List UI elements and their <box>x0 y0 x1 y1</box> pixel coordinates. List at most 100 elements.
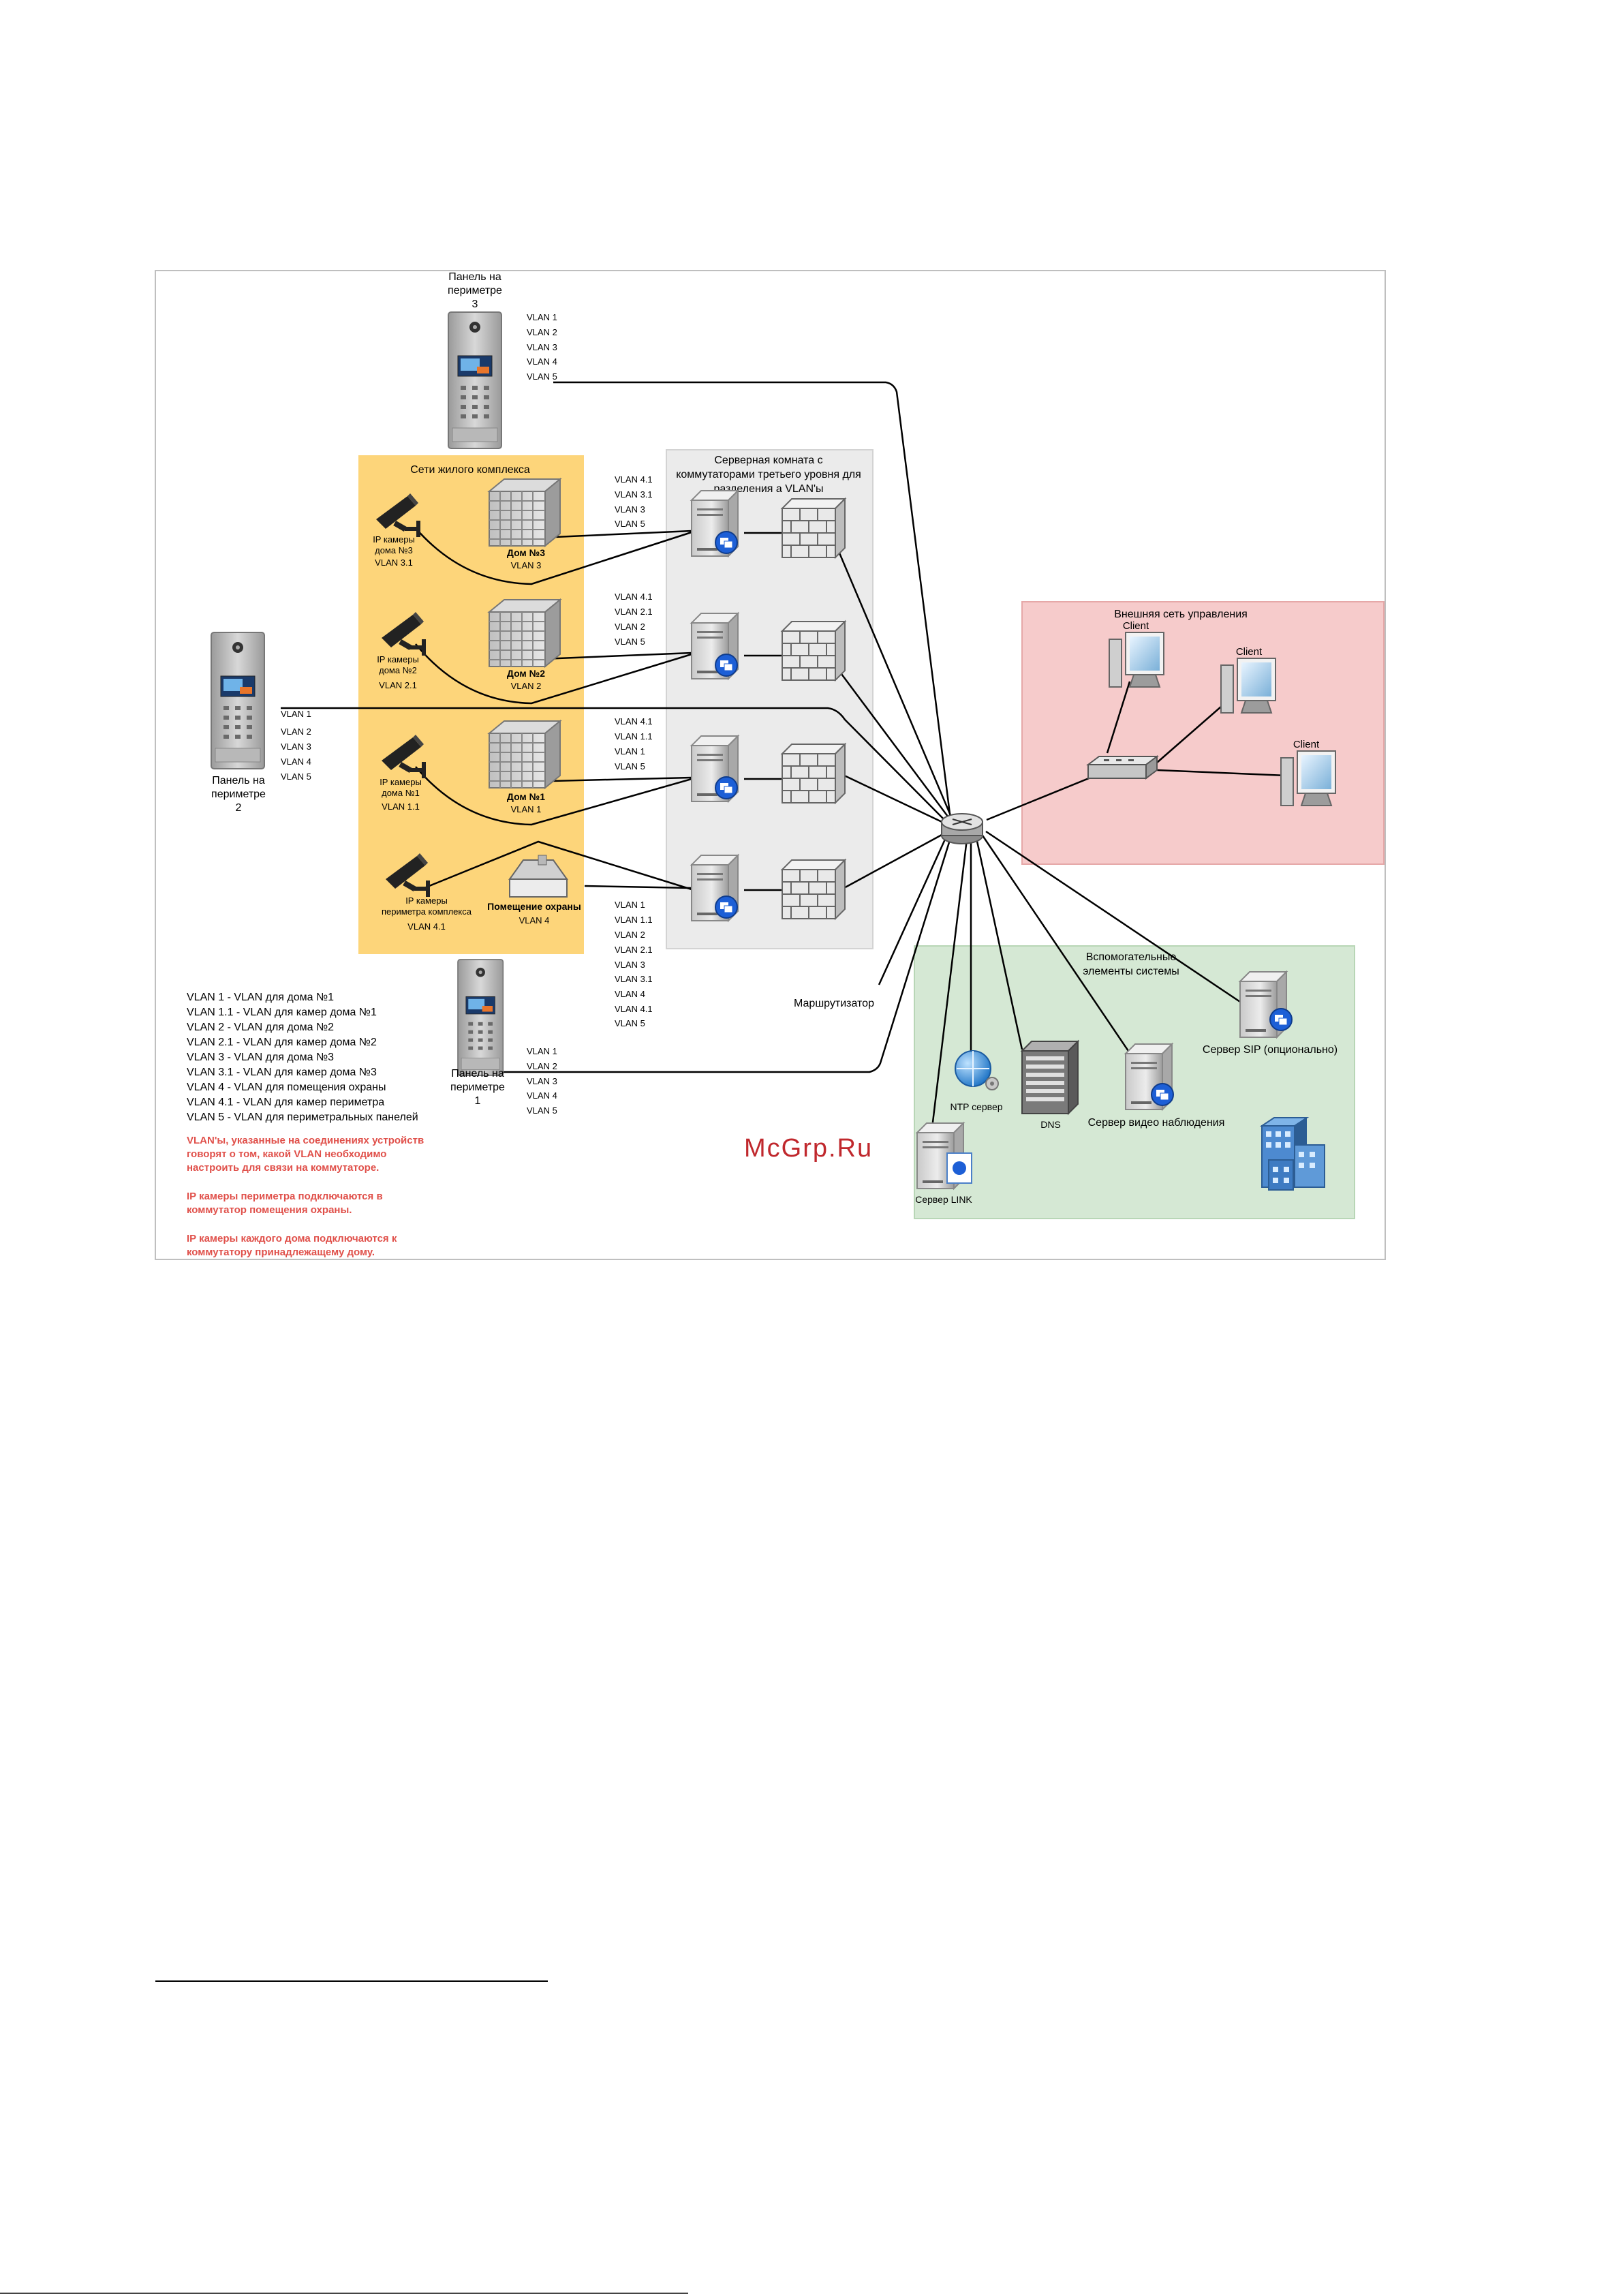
svg-text:VLAN 2.1: VLAN 2.1 <box>615 607 653 617</box>
svg-text:VLAN 2: VLAN 2 <box>281 726 311 737</box>
house-3: Дом №3 VLAN 3 <box>489 478 561 570</box>
svg-text:VLAN 4.1: VLAN 4.1 <box>615 1004 653 1014</box>
svg-text:Дом №3: Дом №3 <box>507 547 545 558</box>
svg-text:1: 1 <box>475 1095 481 1107</box>
svg-text:VLAN 4.1: VLAN 4.1 <box>615 474 653 485</box>
video-server: Сервер видео наблюдения <box>1088 1043 1224 1129</box>
panel-perimeter-1: Панель на периметре 1 <box>450 959 505 1107</box>
svg-text:VLAN 4 - VLAN для помещения ох: VLAN 4 - VLAN для помещения охраны <box>187 1082 386 1093</box>
svg-text:VLAN 4: VLAN 4 <box>615 989 645 999</box>
svg-text:Client: Client <box>1123 620 1149 632</box>
management-switch <box>1086 755 1159 780</box>
svg-text:Сервер LINK: Сервер LINK <box>915 1194 972 1205</box>
svg-text:Сервер SIP (опционально): Сервер SIP (опционально) <box>1203 1044 1338 1056</box>
camera-house-1: IP камеры дома №1 VLAN 1.1 <box>380 735 424 812</box>
svg-text:VLAN 4.1: VLAN 4.1 <box>615 716 653 726</box>
camera-house-2: IP камеры дома №2 VLAN 2.1 <box>377 612 424 690</box>
svg-text:VLAN 2 - VLAN для дома №2: VLAN 2 - VLAN для дома №2 <box>187 1022 334 1033</box>
svg-text:разделения а VLAN'ы: разделения а VLAN'ы <box>713 483 823 495</box>
svg-text:Серверная комната с: Серверная комната с <box>714 455 822 466</box>
house-1: Дом №1 VLAN 1 <box>489 720 561 814</box>
svg-text:Дом №2: Дом №2 <box>507 668 545 679</box>
svg-text:дома №2: дома №2 <box>379 665 417 675</box>
svg-text:коммутатор помещения охраны.: коммутатор помещения охраны. <box>187 1204 352 1216</box>
connections <box>281 381 1287 1146</box>
svg-text:VLAN 1: VLAN 1 <box>527 312 557 322</box>
zone-residential-title: Сети жилого комплекса <box>410 464 530 476</box>
svg-text:периметра комплекса: периметра комплекса <box>382 906 472 917</box>
footnote-rule <box>155 1980 548 1982</box>
svg-text:VLAN 4: VLAN 4 <box>281 756 311 767</box>
svg-text:VLAN 2: VLAN 2 <box>615 930 645 940</box>
panel-1-label: Панель на <box>451 1068 504 1080</box>
zone-external-title: Внешняя сеть управления <box>1114 609 1248 620</box>
svg-text:IP камеры: IP камеры <box>373 534 415 545</box>
svg-text:VLAN 3.1: VLAN 3.1 <box>615 489 653 500</box>
svg-text:VLAN 2: VLAN 2 <box>527 327 557 337</box>
svg-text:IP камеры периметра подключают: IP камеры периметра подключаются в <box>187 1191 383 1202</box>
ntp-server: NTP сервер <box>950 1050 1003 1112</box>
vlan-legend: VLAN 1 - VLAN для дома №1 VLAN 1.1 - VLA… <box>187 992 418 1123</box>
svg-text:VLAN 5: VLAN 5 <box>615 519 645 529</box>
svg-text:VLAN 1.1: VLAN 1.1 <box>382 801 420 812</box>
svg-text:VLAN 1.1: VLAN 1.1 <box>615 731 653 741</box>
camera-perimeter: IP камеры периметра комплекса VLAN 4.1 <box>382 853 472 932</box>
camera-house-3: IP камеры дома №3 VLAN 3.1 <box>373 493 418 568</box>
svg-text:VLAN 1: VLAN 1 <box>511 804 542 814</box>
svg-text:VLAN'ы, указанные на соединени: VLAN'ы, указанные на соединениях устройс… <box>187 1135 424 1146</box>
svg-text:VLAN 3.1: VLAN 3.1 <box>375 557 413 568</box>
svg-text:Client: Client <box>1236 646 1263 658</box>
svg-text:периметре: периметре <box>448 285 502 296</box>
firewall-house-1 <box>782 744 846 803</box>
vlan-list-switch-guard: VLAN 1 VLAN 1.1 VLAN 2 VLAN 2.1 VLAN 3 V… <box>615 900 653 1028</box>
house-2: Дом №2 VLAN 2 <box>489 599 561 691</box>
svg-text:VLAN 3.1 - VLAN для камер дома: VLAN 3.1 - VLAN для камер дома №3 <box>187 1067 377 1078</box>
bottom-rule <box>0 2293 688 2294</box>
svg-text:VLAN 1: VLAN 1 <box>281 709 311 719</box>
svg-text:VLAN 1.1: VLAN 1.1 <box>615 915 653 925</box>
svg-text:Помещение охраны: Помещение охраны <box>487 901 581 912</box>
firewall-guard <box>782 859 846 919</box>
svg-text:VLAN 1 - VLAN для дома №1: VLAN 1 - VLAN для дома №1 <box>187 992 334 1003</box>
svg-text:VLAN 3.1: VLAN 3.1 <box>615 974 653 984</box>
svg-text:2: 2 <box>236 802 242 814</box>
svg-text:VLAN 2.1: VLAN 2.1 <box>615 945 653 955</box>
svg-text:VLAN 4: VLAN 4 <box>527 1090 557 1101</box>
svg-text:говорят о том, какой VLAN необ: говорят о том, какой VLAN необходимо <box>187 1148 386 1160</box>
router-icon <box>941 813 983 844</box>
svg-text:Вспомогательные: Вспомогательные <box>1086 951 1177 963</box>
svg-text:VLAN 4.1 - VLAN для камер пери: VLAN 4.1 - VLAN для камер периметра <box>187 1097 384 1108</box>
svg-text:коммутаторами третьего уровня: коммутаторами третьего уровня для <box>676 469 861 480</box>
svg-text:настроить для связи на коммута: настроить для связи на коммутаторе. <box>187 1162 379 1174</box>
svg-text:VLAN 1: VLAN 1 <box>615 746 645 756</box>
svg-text:Client: Client <box>1293 739 1320 750</box>
vlan-list-panel-3: VLAN 1 VLAN 2 VLAN 3 VLAN 4 VLAN 5 <box>527 312 557 382</box>
svg-text:VLAN 5: VLAN 5 <box>281 771 311 782</box>
svg-text:VLAN 5: VLAN 5 <box>527 1105 557 1116</box>
svg-text:дома №1: дома №1 <box>382 788 420 798</box>
panel-2-label: Панель на <box>212 775 265 786</box>
client-3: Client <box>1280 739 1336 806</box>
svg-text:VLAN 3: VLAN 3 <box>527 1076 557 1086</box>
svg-text:коммутатору принадлежащему дом: коммутатору принадлежащему дому. <box>187 1246 375 1258</box>
vlan-list-switch-3: VLAN 4.1 VLAN 3.1 VLAN 3 VLAN 5 <box>615 474 653 529</box>
svg-text:VLAN 2: VLAN 2 <box>527 1061 557 1071</box>
panel-3-label: Панель на <box>448 271 501 283</box>
svg-text:дома №3: дома №3 <box>375 545 413 555</box>
office-buildings-icon <box>1259 1117 1325 1191</box>
svg-text:VLAN 4.1: VLAN 4.1 <box>407 921 446 932</box>
notes: VLAN'ы, указанные на соединениях устройс… <box>187 1135 424 1258</box>
link-server: Сервер LINK <box>915 1122 972 1205</box>
firewall-house-2 <box>782 621 846 681</box>
svg-text:VLAN 3: VLAN 3 <box>527 342 557 352</box>
firewall-house-3 <box>782 498 846 558</box>
svg-text:VLAN 5: VLAN 5 <box>615 761 645 771</box>
router-label: Маршрутизатор <box>794 998 874 1009</box>
vlan-list-panel-2: VLAN 1 VLAN 2 VLAN 3 VLAN 4 VLAN 5 <box>281 709 311 782</box>
zone-server-room-title: Серверная комната с коммутаторами третье… <box>676 455 861 495</box>
svg-text:VLAN 1: VLAN 1 <box>615 900 645 910</box>
watermark: McGrp.Ru <box>744 1134 873 1163</box>
svg-text:VLAN 4: VLAN 4 <box>527 356 557 367</box>
svg-text:VLAN 3: VLAN 3 <box>615 960 645 970</box>
